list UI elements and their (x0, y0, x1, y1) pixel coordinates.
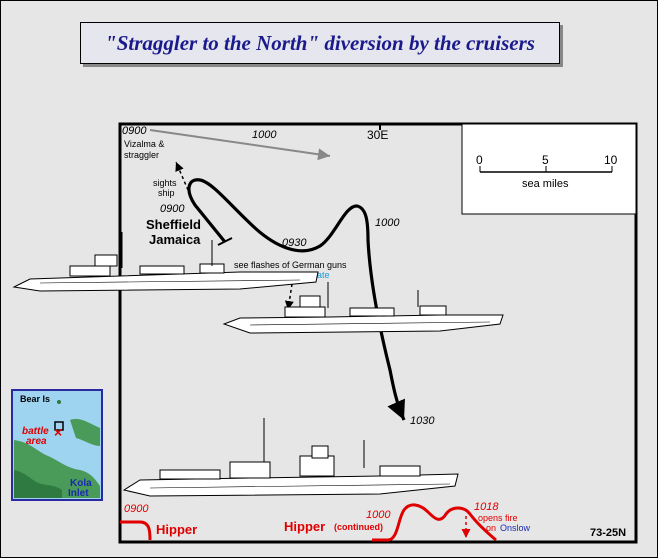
grid-label-30e: 30E (367, 128, 388, 142)
inset-kola: Kola (70, 478, 92, 489)
figure-id: 73-25N (590, 527, 626, 539)
time-0900-cruisers: 0900 (160, 203, 185, 215)
hipper-track: 0900 Hipper 1000 Hipper (continued) 1018… (120, 501, 531, 542)
cruiser-silhouette-sheffield (12, 232, 319, 292)
scale-tick-10: 10 (604, 153, 618, 167)
opens-fire-label-2: on (486, 523, 496, 533)
inset-area: area (26, 436, 47, 447)
time-1000-vizalma: 1000 (252, 129, 277, 141)
opens-fire-label-1: opens fire (478, 513, 518, 523)
inset-bear-is: Bear Is (20, 394, 50, 404)
onslow-label: Onslow (500, 523, 531, 533)
hipper-time-0900: 0900 (124, 503, 149, 515)
vizalma-label-1: Vizalma & (124, 139, 164, 149)
vizalma-track: 0900 1000 Vizalma & straggler (122, 125, 331, 161)
vizalma-label-2: straggler (124, 150, 159, 160)
time-1030: 1030 (410, 415, 435, 427)
inset-inlet: Inlet (68, 488, 89, 499)
sights-label-1: sights (153, 178, 177, 188)
sights-label-2: ship (158, 188, 175, 198)
hipper-time-1018: 1018 (474, 501, 499, 513)
inset-map: Bear Is × battle area Kola Inlet (11, 389, 103, 501)
hipper-silhouette (122, 418, 459, 497)
map-border (118, 122, 638, 544)
scale-tick-0: 0 (476, 153, 483, 167)
time-0930: 0930 (282, 237, 307, 249)
jamaica-label: Jamaica (149, 232, 201, 247)
time-1000-cruisers: 1000 (375, 217, 400, 229)
inset-battle: battle (22, 426, 49, 437)
cruiser-silhouette-jamaica (222, 282, 504, 334)
cruisers-track: 0900 Sheffield Jamaica 0930 1000 1030 (146, 178, 435, 427)
scale-tick-5: 5 (542, 153, 549, 167)
hipper-label: Hipper (156, 522, 197, 537)
scale-unit: sea miles (522, 178, 569, 190)
hipper-continued-label: Hipper (284, 519, 325, 534)
sights-arrow (175, 161, 189, 191)
battle-area-icon: × (54, 424, 62, 440)
scale-bar: 0 5 10 sea miles (461, 123, 637, 215)
hipper-time-1000: 1000 (366, 509, 391, 521)
continued-label: (continued) (334, 522, 383, 532)
time-0900-vizalma: 0900 (122, 125, 147, 137)
title-box: "Straggler to the North" diversion by th… (80, 22, 560, 64)
flashes-label-1: see flashes of German guns (234, 260, 347, 270)
flashes-arrow (284, 283, 294, 311)
sheffield-label: Sheffield (146, 217, 201, 232)
page-title: "Straggler to the North" diversion by th… (105, 30, 535, 55)
